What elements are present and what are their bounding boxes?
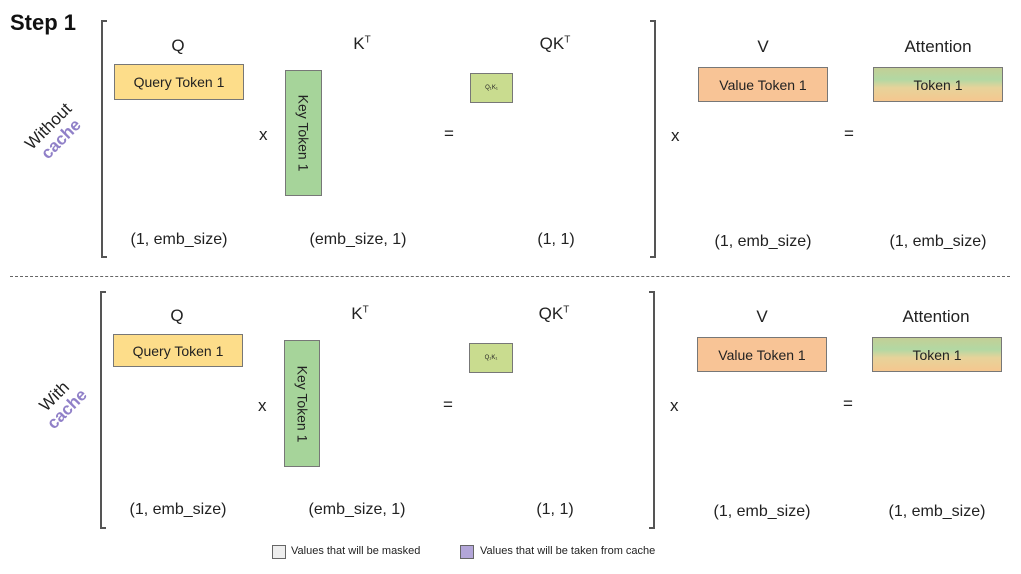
- qkt-dimension: (1, 1): [536, 501, 574, 518]
- q-dimension: (1, emb_size): [130, 231, 228, 248]
- kt-dimension: (emb_size, 1): [308, 501, 406, 518]
- legend-swatch-masked: [272, 545, 286, 559]
- multiply-operator: x: [258, 396, 267, 415]
- multiply-operator: x: [671, 126, 680, 145]
- attention-label: Attention: [902, 307, 970, 326]
- attention-dimension: (1, emb_size): [889, 233, 987, 250]
- bracket-left: [100, 291, 106, 529]
- legend-label-masked: Values that will be masked: [291, 545, 421, 557]
- step-title: Step 1: [10, 10, 77, 35]
- bracket-right: [650, 20, 656, 258]
- qk-value-box: Q₁K₁: [469, 343, 513, 373]
- equals-operator: =: [843, 394, 853, 413]
- key-token-box: Key Token 1: [285, 70, 322, 196]
- qkt-label: QKT: [538, 304, 570, 323]
- qkt-dimension: (1, 1): [537, 231, 575, 248]
- kt-label: KT: [351, 304, 369, 323]
- v-dimension: (1, emb_size): [714, 233, 812, 250]
- side-label: With cache: [16, 358, 105, 447]
- qkt-label: QKT: [539, 34, 571, 53]
- attention-token-box: Token 1: [873, 67, 1003, 102]
- legend-label-cache: Values that will be taken from cache: [480, 545, 656, 557]
- attention-label: Attention: [904, 37, 972, 56]
- v-dimension: (1, emb_size): [713, 503, 811, 520]
- equals-operator: =: [844, 124, 854, 143]
- side-label: Without cache: [10, 88, 99, 177]
- multiply-operator: x: [670, 396, 679, 415]
- legend-swatch-cache: [460, 545, 474, 559]
- q-label: Q: [170, 306, 184, 325]
- q-label: Q: [171, 36, 185, 55]
- bracket-left: [101, 20, 107, 258]
- v-label: V: [756, 307, 768, 326]
- kt-label: KT: [353, 34, 371, 53]
- kt-dimension: (emb_size, 1): [309, 231, 407, 248]
- key-token-box: Key Token 1: [284, 340, 320, 467]
- attention-dimension: (1, emb_size): [888, 503, 986, 520]
- attention-token-box: Token 1: [872, 337, 1002, 372]
- q-dimension: (1, emb_size): [129, 501, 227, 518]
- value-token-box: Value Token 1: [698, 67, 828, 102]
- equals-operator: =: [444, 124, 454, 143]
- section-divider: [10, 276, 1010, 277]
- query-token-box: Query Token 1: [113, 334, 243, 367]
- query-token-box: Query Token 1: [114, 64, 244, 100]
- bracket-right: [649, 291, 655, 529]
- multiply-operator: x: [259, 125, 268, 144]
- qk-value-box: Q₁K₁: [470, 73, 513, 103]
- value-token-box: Value Token 1: [697, 337, 827, 372]
- v-label: V: [757, 37, 769, 56]
- equals-operator: =: [443, 395, 453, 414]
